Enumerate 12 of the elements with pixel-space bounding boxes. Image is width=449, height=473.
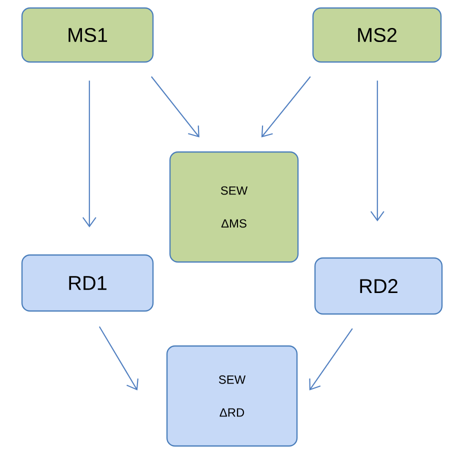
process-box: MS1 <box>21 7 154 63</box>
process-box: MS2 <box>312 7 442 63</box>
result-box: SEW ΔMS <box>169 151 299 263</box>
arrow <box>261 76 311 138</box>
arrow <box>150 76 200 138</box>
result-box: SEW ΔRD <box>166 345 298 447</box>
process-box: RD2 <box>314 257 443 315</box>
process-box: RD1 <box>21 254 154 312</box>
arrow <box>98 326 138 390</box>
arrow <box>309 328 353 390</box>
arrow <box>370 80 384 222</box>
arrow <box>82 80 96 228</box>
